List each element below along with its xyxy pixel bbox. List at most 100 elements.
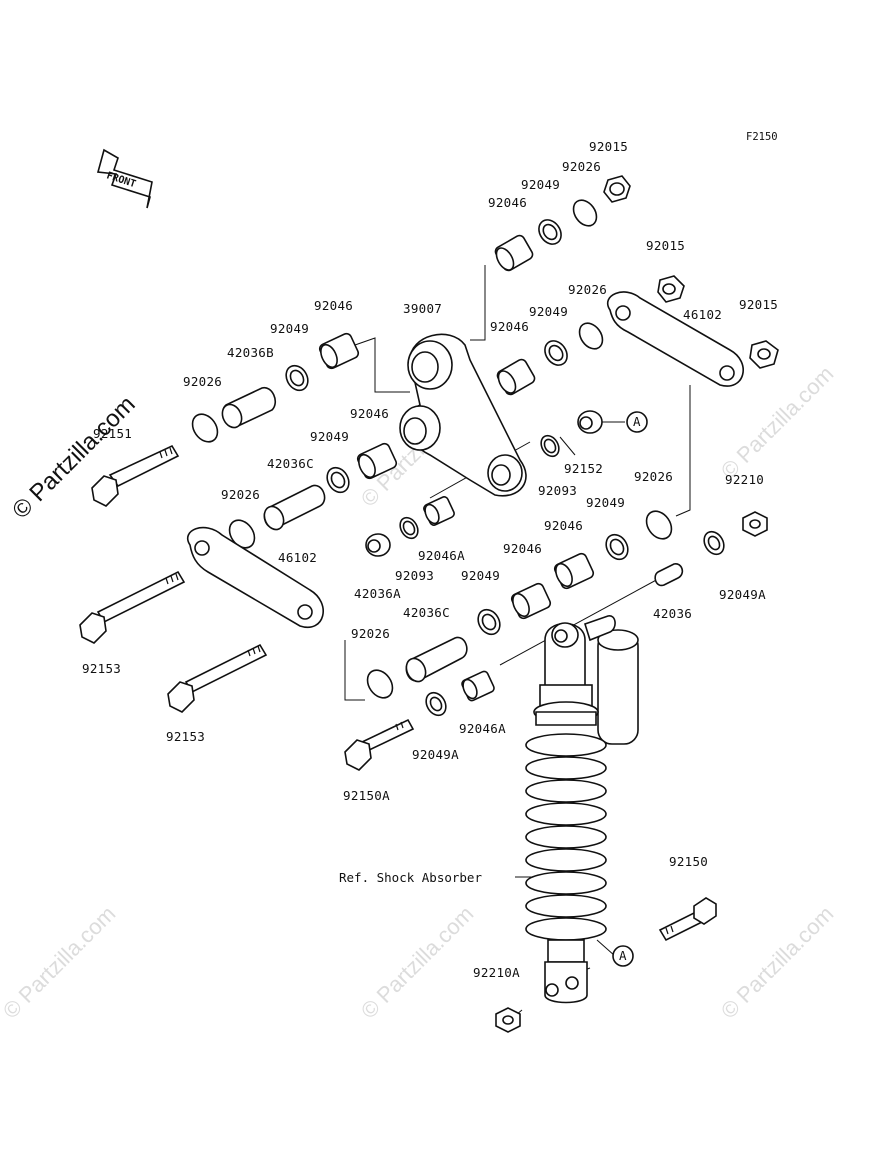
part-label: 92210	[725, 472, 764, 487]
part-label: 92046	[488, 195, 527, 210]
collar-42036c-upper	[263, 484, 326, 531]
part-label: 92152	[564, 461, 603, 476]
washer-92026-middle-left	[228, 519, 256, 549]
seal-92049-top	[538, 219, 562, 245]
seal-92049-upper-left	[285, 364, 309, 392]
nut-92015-top	[603, 175, 631, 203]
part-label: 92153	[166, 729, 205, 744]
diagram-code: F2150	[746, 131, 778, 143]
part-label: 92026	[221, 487, 260, 502]
part-label: 92046	[490, 319, 529, 334]
bearing-92046-right-lower	[553, 552, 595, 590]
part-label: 92049	[521, 177, 560, 192]
seal-92049-center-lower	[477, 608, 501, 636]
part-label: 92093	[538, 483, 577, 498]
seal-92049-mid	[544, 340, 568, 366]
part-label: 92015	[739, 297, 778, 312]
bolt-92153-upper	[79, 570, 186, 644]
nut-92210a	[495, 1007, 521, 1033]
part-label: 92150A	[343, 788, 390, 803]
ref-marker-a-upper: A	[626, 411, 648, 433]
watermark: © Partzilla.com	[356, 901, 479, 1024]
part-label: 92046	[314, 298, 353, 313]
part-label: 92046	[544, 518, 583, 533]
part-label: 92046A	[459, 721, 506, 736]
bearing-92046a-lower	[461, 670, 495, 702]
seal-92049a-right	[703, 530, 725, 556]
part-label: 92046	[350, 406, 389, 421]
part-label: 92049	[270, 321, 309, 336]
part-label: 92026	[562, 159, 601, 174]
watermark: © Partzilla.com	[0, 901, 120, 1024]
part-label: 39007	[403, 301, 442, 316]
bearing-92046-top	[494, 234, 534, 272]
collar-42036b	[221, 386, 277, 429]
washer-92026-right	[645, 510, 673, 540]
bearing-92046-upper-left	[318, 332, 360, 370]
part-label: 92026	[568, 282, 607, 297]
shock-absorber	[525, 615, 639, 1004]
part-label: 92049A	[719, 587, 766, 602]
part-label: 92150	[669, 854, 708, 869]
collar-42036c-lower	[405, 636, 468, 683]
part-label: 92046A	[418, 548, 465, 563]
nut-92015-mid	[657, 275, 685, 303]
bearing-92046a-upper	[423, 496, 455, 526]
part-label: 42036C	[403, 605, 450, 620]
part-label: 46102	[278, 550, 317, 565]
part-labels: 92015 92026 92049 92046 92015 92015 9202…	[82, 139, 778, 980]
bolt-92151	[91, 444, 180, 507]
reference-label: Ref. Shock Absorber	[339, 870, 482, 885]
part-label: 92026	[351, 626, 390, 641]
part-label: 92015	[646, 238, 685, 253]
part-label: 92026	[183, 374, 222, 389]
watermark-layer: © Partzilla.com © Partzilla.com © Partzi…	[0, 361, 838, 1024]
part-label: 92093	[395, 568, 434, 583]
watermark: © Partzilla.com	[716, 901, 839, 1024]
ref-marker-letter: A	[619, 948, 627, 963]
front-arrow-icon: FRONT	[96, 148, 153, 209]
ref-marker-letter: A	[633, 414, 641, 429]
part-label: 92026	[634, 469, 673, 484]
part-label: 42036C	[267, 456, 314, 471]
part-label: 92153	[82, 661, 121, 676]
part-label: 42036A	[354, 586, 401, 601]
seal-92093-lower	[399, 516, 419, 540]
collar-42036a	[365, 533, 391, 557]
part-label: 92015	[589, 139, 628, 154]
nut-92210	[742, 511, 768, 537]
bearing-92046-middle	[356, 442, 398, 480]
washer-92026-mid	[578, 322, 604, 350]
part-label: 92049A	[412, 747, 459, 762]
part-label: 92046	[503, 541, 542, 556]
nut-92015-right	[749, 340, 779, 369]
collar-42036	[654, 563, 684, 587]
part-label: 92049	[461, 568, 500, 583]
bearing-92046-center-lower	[510, 582, 552, 620]
part-label: 92049	[310, 429, 349, 444]
washer-92026-upper-left	[191, 413, 219, 443]
seal-92049-right	[605, 533, 629, 561]
part-label: 92151	[93, 426, 132, 441]
rocker-arm-39007	[399, 333, 527, 497]
washer-92026-top	[572, 199, 598, 227]
bolt-92153-lower	[167, 643, 268, 713]
bearing-92046-mid	[496, 358, 536, 396]
bolt-92150	[658, 897, 717, 942]
part-label: 42036	[653, 606, 692, 621]
seal-92093-upper	[540, 434, 560, 458]
part-label: 92049	[529, 304, 568, 319]
ref-marker-a-lower: A	[612, 945, 634, 967]
bolt-92150a	[344, 718, 415, 771]
watermark-main: © Partzilla.com	[7, 391, 140, 524]
seal-92049a-lower	[425, 691, 447, 717]
collar-92152	[577, 410, 603, 434]
shock-spring	[525, 733, 607, 941]
tie-rod-46102-right	[607, 291, 744, 387]
washer-92026-lower-left	[366, 669, 394, 699]
tie-rod-46102-left	[187, 526, 324, 629]
part-label: 92049	[586, 495, 625, 510]
seal-92049-middle	[326, 466, 350, 494]
